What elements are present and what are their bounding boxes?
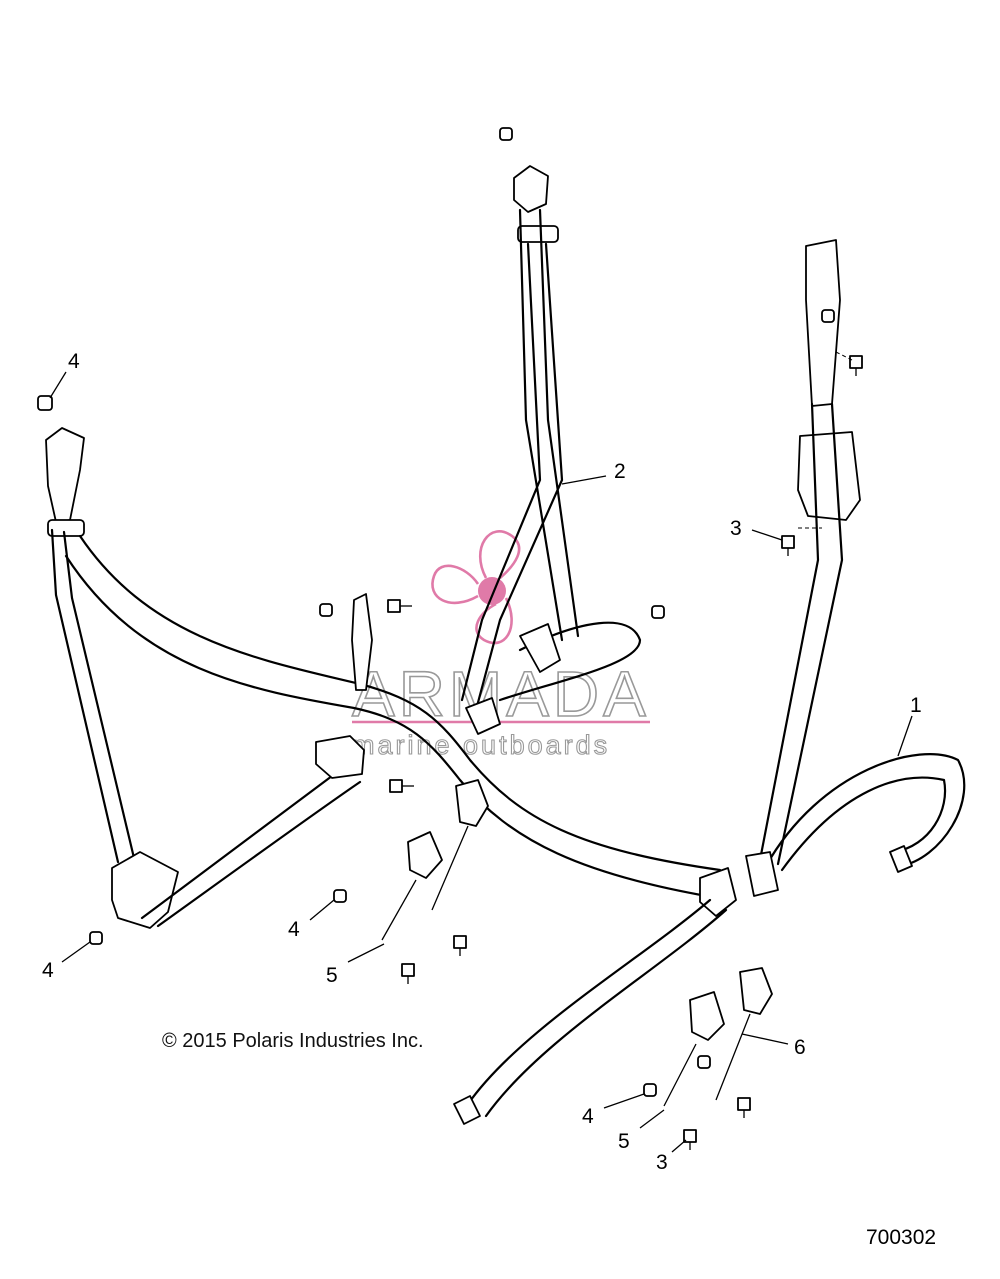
nut-icon xyxy=(499,127,513,141)
callout-4d: 4 xyxy=(582,1105,594,1128)
leader-4c xyxy=(61,941,91,963)
watermark: ARMADA marine outboards xyxy=(351,530,650,761)
left-upper-anchor xyxy=(45,427,85,523)
nut-icon xyxy=(319,603,333,617)
nut-icon xyxy=(821,309,835,323)
leader-5b xyxy=(639,1109,665,1129)
assembly-dashed-line xyxy=(835,351,853,361)
bolt-icon xyxy=(849,355,863,376)
watermark-brand: ARMADA xyxy=(352,658,650,730)
callout-3b: 3 xyxy=(656,1151,668,1174)
buckle-right-a xyxy=(689,991,725,1041)
buckle-cable-left-b xyxy=(431,825,469,911)
right-lap-strap xyxy=(764,753,966,872)
bolt-icon xyxy=(389,779,414,793)
right-retractor xyxy=(797,431,861,521)
buckle-right-b xyxy=(739,967,773,1015)
watermark-tagline: marine outboards xyxy=(352,730,610,760)
right-lap-end-plate xyxy=(889,845,913,873)
callout-1: 1 xyxy=(910,694,922,717)
callout-leaders xyxy=(49,371,913,1153)
leader-4d xyxy=(603,1093,645,1109)
center-retractor xyxy=(315,735,365,779)
center-belt-guide xyxy=(517,225,559,243)
center-upper-anchor xyxy=(513,165,549,213)
nut-icon xyxy=(37,395,53,411)
center-lap-end-plate xyxy=(453,1095,481,1125)
nut-icon xyxy=(651,605,665,619)
left-lap-strap-bottom xyxy=(64,554,732,902)
buckle-left-b xyxy=(455,779,489,827)
center-lower-bracket xyxy=(519,623,561,673)
left-retractor xyxy=(111,851,179,929)
leader-6 xyxy=(741,1033,789,1045)
leader-4a xyxy=(49,371,67,399)
right-shoulder-strap xyxy=(758,402,844,866)
buckle-cable-right-a xyxy=(663,1043,697,1107)
callout-4b: 4 xyxy=(288,918,300,941)
center-buckle-end xyxy=(465,697,501,735)
left-shoulder-strap xyxy=(50,528,136,864)
leader-4b xyxy=(309,899,335,921)
left-seat-belt-assembly xyxy=(45,427,737,929)
leader-1 xyxy=(897,715,913,757)
right-buckle-tongue xyxy=(745,851,779,897)
callout-6: 6 xyxy=(794,1036,806,1059)
center-lap-strap xyxy=(498,621,642,702)
bolt-icon xyxy=(453,935,467,956)
leader-5a xyxy=(347,943,385,963)
buckle-cable-right-b xyxy=(715,1013,751,1101)
center-shoulder-strap xyxy=(460,208,580,712)
callout-labels: 1 2 3 3 4 4 4 4 5 5 6 xyxy=(42,350,922,1174)
center-long-lap-strap xyxy=(466,898,728,1118)
leader-3a xyxy=(751,529,783,541)
left-lap-strap-top xyxy=(78,534,722,872)
nut-icon xyxy=(89,931,103,945)
left-belt-guide xyxy=(47,519,85,537)
callout-4a: 4 xyxy=(68,350,80,373)
leader-2 xyxy=(561,475,607,485)
center-seat-belt-assembly xyxy=(453,165,728,1125)
fasteners xyxy=(37,127,863,1150)
callout-5b: 5 xyxy=(618,1130,630,1153)
bolt-icon xyxy=(737,1097,751,1118)
bolt-icon xyxy=(781,535,795,556)
bolt-icon xyxy=(683,1129,697,1150)
bolt-icon xyxy=(387,599,412,613)
callout-2: 2 xyxy=(614,460,626,483)
left-retractor-strap xyxy=(140,768,362,928)
left-lap-end-plate xyxy=(699,867,737,917)
callout-5a: 5 xyxy=(326,964,338,987)
copyright-notice: © 2015 Polaris Industries Inc. xyxy=(162,1030,424,1052)
diagram-number: 700302 xyxy=(866,1226,936,1249)
right-seat-belt-assembly xyxy=(745,239,966,897)
callout-3a: 3 xyxy=(730,517,742,540)
center-buckle-tongue xyxy=(351,593,373,691)
nut-icon xyxy=(643,1083,657,1097)
buckle-left-a xyxy=(407,831,443,879)
buckle-assemblies xyxy=(381,779,773,1107)
propeller-logo-icon xyxy=(431,530,521,645)
callout-4c: 4 xyxy=(42,959,54,982)
right-upper-anchor xyxy=(805,239,841,407)
nut-icon xyxy=(697,1055,711,1069)
bolt-icon xyxy=(401,963,415,984)
leader-3b xyxy=(671,1139,687,1153)
buckle-cable-left-a xyxy=(381,879,417,941)
nut-icon xyxy=(333,889,347,903)
